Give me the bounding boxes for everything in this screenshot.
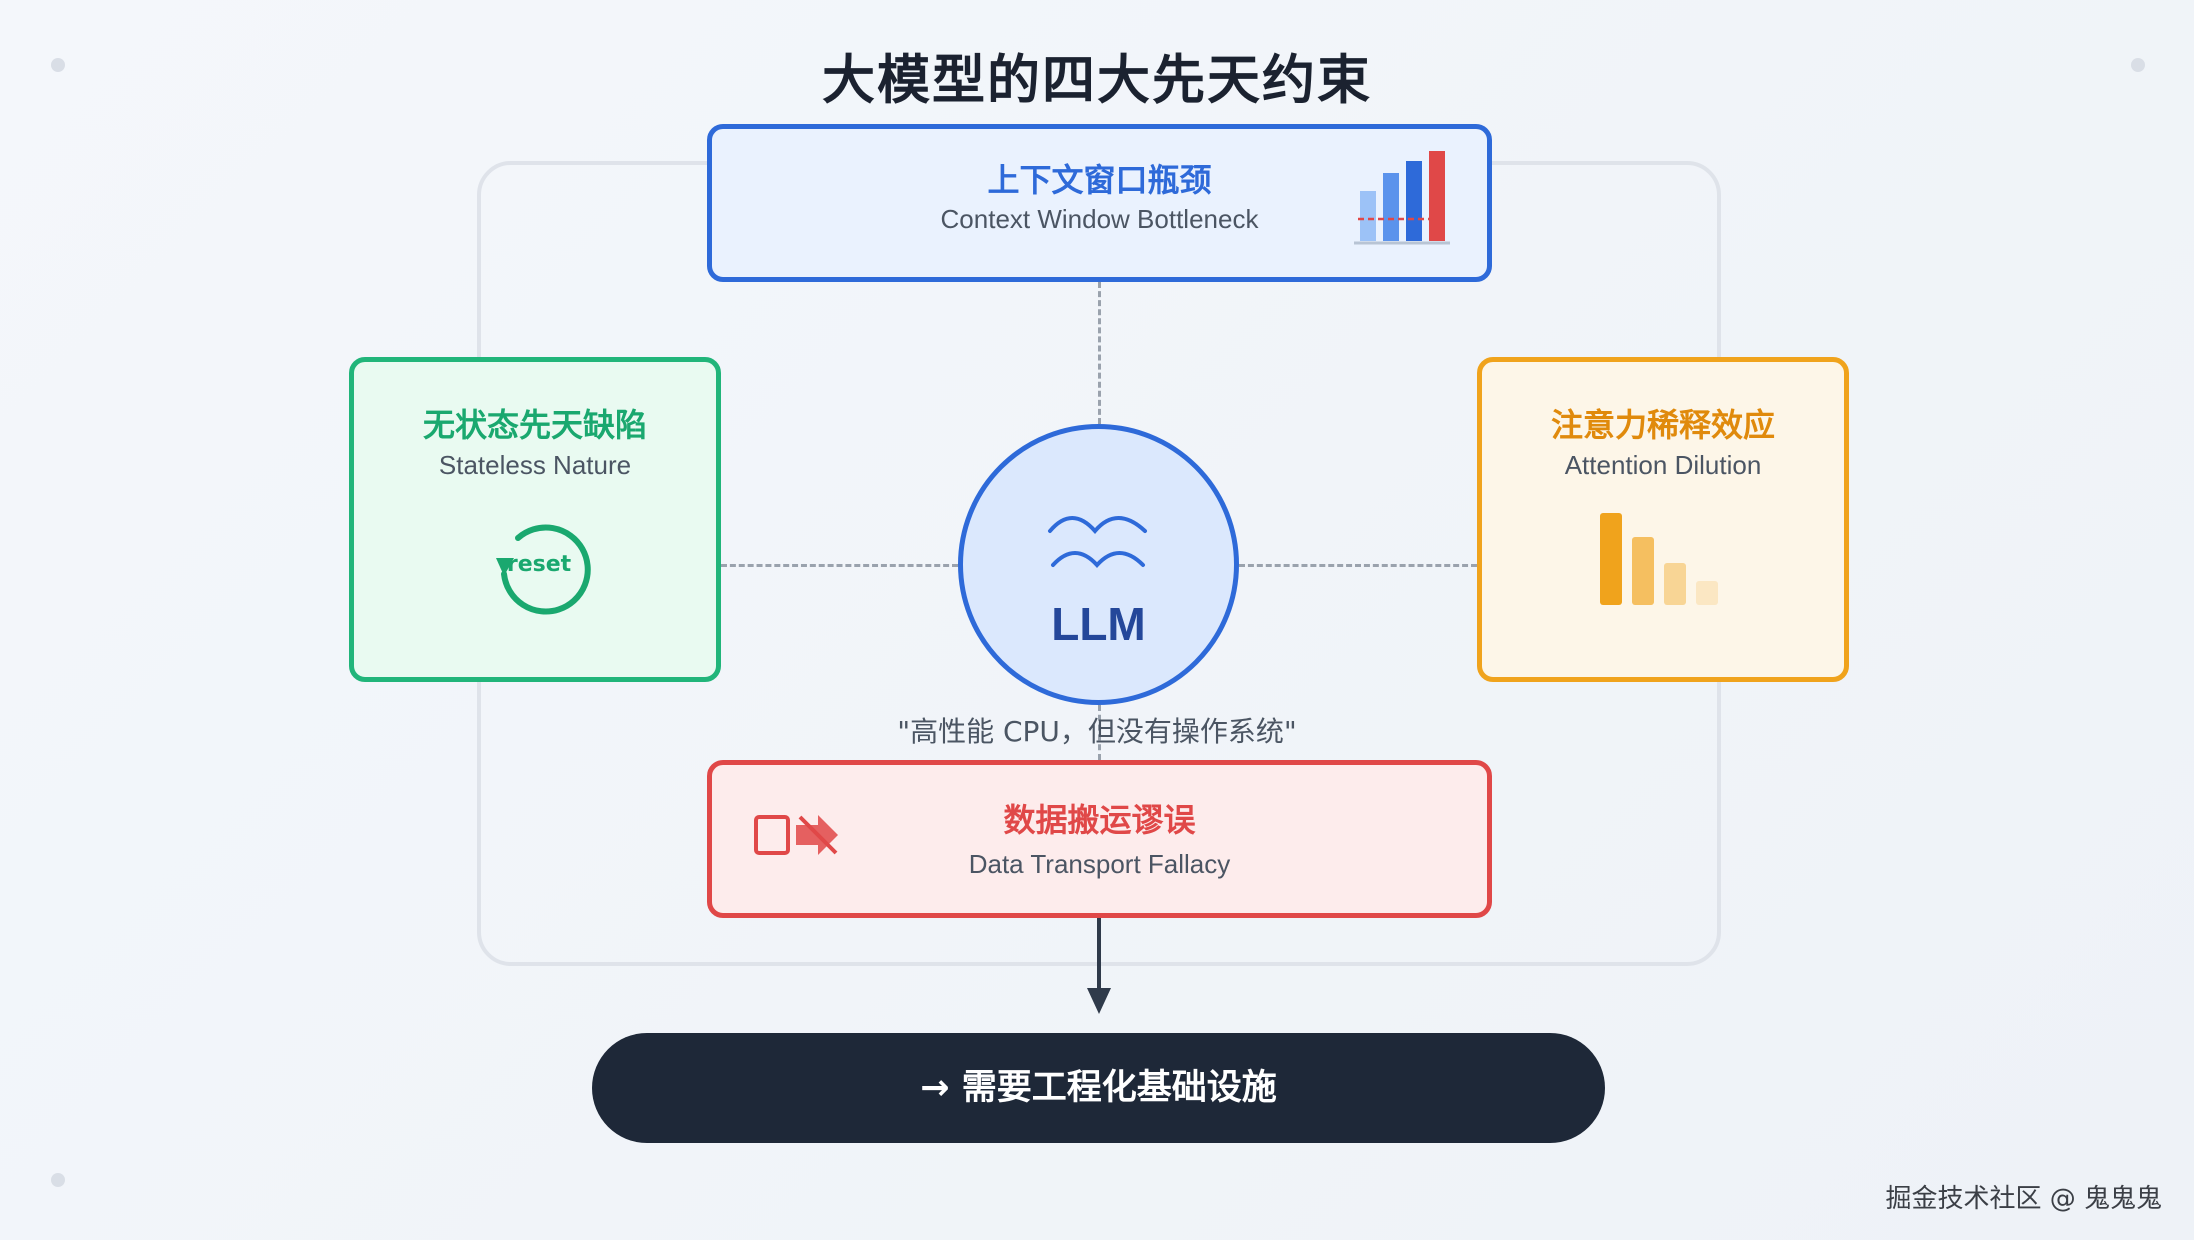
diagram-title: 大模型的四大先天约束: [822, 50, 1372, 111]
connector-right: [1239, 564, 1477, 567]
declining-bars-icon: [1600, 513, 1718, 605]
conclusion-banner: → 需要工程化基础设施: [592, 1033, 1605, 1143]
corner-dot: [2131, 58, 2145, 72]
reset-cycle-icon: [496, 524, 591, 615]
bar-chart-icon: [1354, 151, 1450, 245]
attention-card: 注意力稀释效应 Attention Dilution: [1477, 357, 1849, 682]
watermark: 掘金技术社区 @ 鬼鬼鬼: [1885, 1184, 2162, 1214]
llm-caption: "高性能 CPU，但没有操作系统": [897, 715, 1297, 748]
connector-bottom: [1098, 705, 1101, 760]
connector-left: [721, 564, 958, 567]
card-title: 无状态先天缺陷: [422, 406, 647, 444]
corner-dot: [51, 58, 65, 72]
llm-node: LLM: [958, 424, 1239, 705]
connector-top: [1098, 282, 1101, 424]
stateless-card: 无状态先天缺陷 Stateless Nature reset: [349, 357, 721, 682]
data-transport-card: 数据搬运谬误 Data Transport Fallacy: [707, 760, 1492, 918]
card-subtitle: Stateless Nature: [438, 450, 632, 480]
card-title: 上下文窗口瓶颈: [987, 161, 1212, 199]
corner-dot: [51, 1173, 65, 1187]
card-title: 数据搬运谬误: [1003, 801, 1196, 839]
transfer-block-icon: [754, 815, 838, 855]
wave-icon: [1048, 516, 1147, 568]
card-subtitle: Attention Dilution: [1564, 450, 1762, 480]
arrow-down-icon: [1087, 918, 1111, 1014]
reset-label: reset: [506, 552, 572, 577]
llm-label: LLM: [1051, 598, 1146, 650]
card-subtitle: Data Transport Fallacy: [968, 849, 1231, 879]
card-title: 注意力稀释效应: [1550, 406, 1775, 444]
context-window-card: 上下文窗口瓶颈 Context Window Bottleneck: [707, 124, 1492, 282]
card-subtitle: Context Window Bottleneck: [940, 204, 1259, 234]
